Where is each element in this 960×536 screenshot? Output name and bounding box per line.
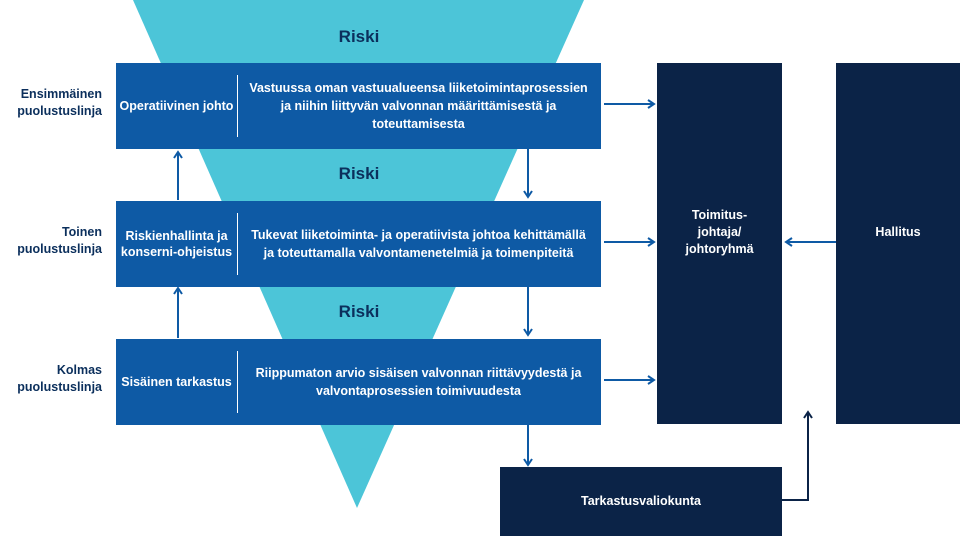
risk-label-3: Riski	[338, 302, 380, 321]
board-box: Hallitus	[836, 63, 960, 424]
row-divider	[237, 213, 238, 275]
line-label-second: Toinen puolustuslinja	[17, 225, 102, 256]
row-description: Tukevat liiketoiminta- ja operatiivista …	[251, 228, 586, 260]
risk-label-2: Riski	[338, 164, 380, 183]
arrow-audit-to-board	[782, 410, 813, 501]
board-label: Hallitus	[875, 225, 921, 239]
row-divider	[237, 351, 238, 413]
management-box: Toimitus-johtaja/ johtoryhmä	[657, 63, 782, 424]
row-divider	[237, 75, 238, 137]
row-description: Riippumaton arvio sisäisen valvonnan rii…	[255, 366, 582, 398]
audit-committee-label: Tarkastusvaliokunta	[581, 494, 701, 508]
row-second-line: Riskienhallinta ja konserni-ohjeistus Tu…	[116, 201, 601, 287]
row-role-risk-management: Riskienhallinta ja konserni-ohjeistus	[120, 229, 233, 259]
risk-label-1: Riski	[338, 27, 380, 46]
row-first-line: Operatiivinen johto Vastuussa oman vastu…	[116, 63, 601, 149]
management-label: Toimitus-johtaja/ johtoryhmä	[685, 208, 754, 256]
row-role-operational-management: Operatiivinen johto	[119, 99, 234, 113]
audit-committee-box: Tarkastusvaliokunta	[500, 467, 782, 536]
row-role-internal-audit: Sisäinen tarkastus	[121, 375, 232, 389]
row-description: Vastuussa oman vastuualueensa liiketoimi…	[249, 81, 588, 131]
line-label-third: Kolmas puolustuslinja	[17, 363, 102, 394]
row-third-line: Sisäinen tarkastus Riippumaton arvio sis…	[116, 339, 601, 425]
line-label-first: Ensimmäinen puolustuslinja	[17, 87, 102, 118]
